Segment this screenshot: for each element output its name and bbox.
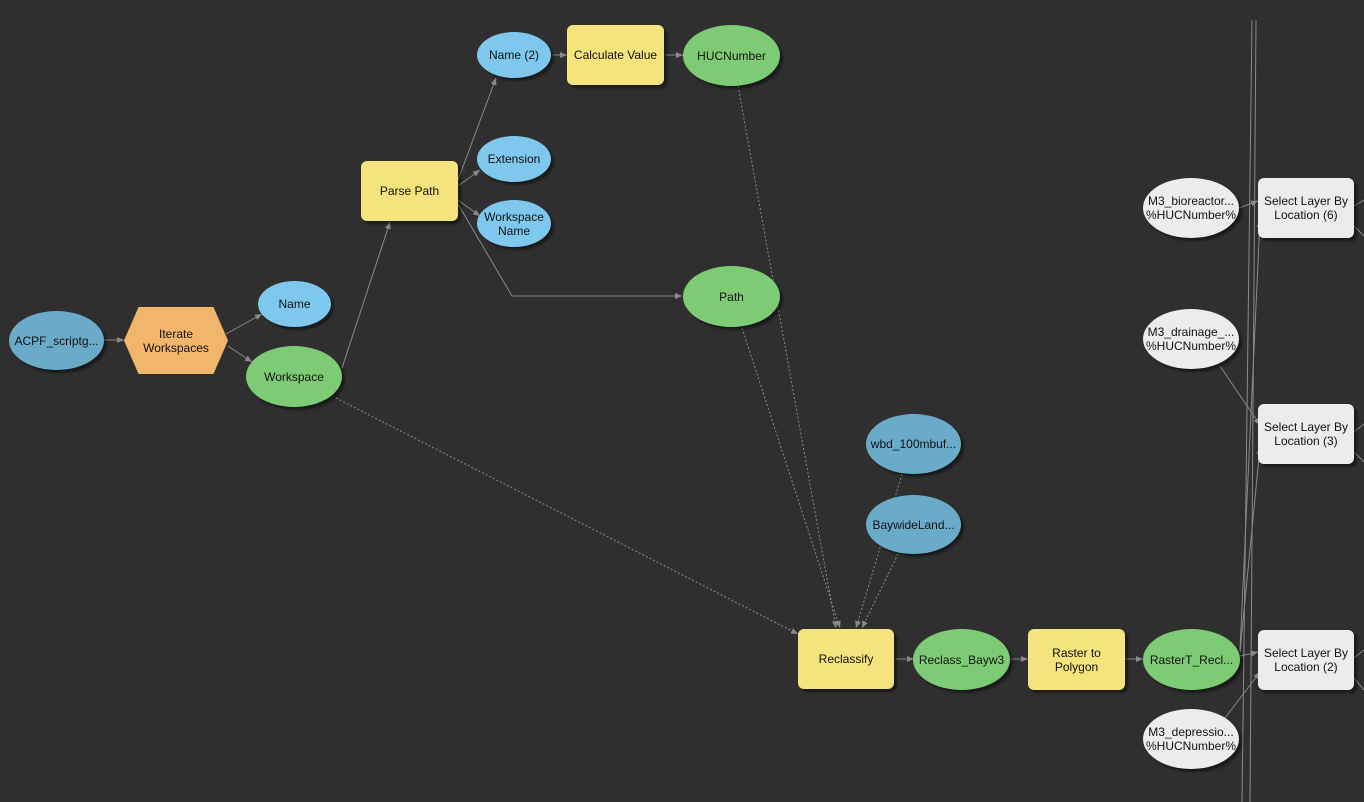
node-calculate-value[interactable]: Calculate Value (567, 25, 664, 85)
connector-select6-out-2 (1353, 225, 1364, 237)
connector-drainage-select3 (1219, 365, 1261, 426)
connector-workspace-parsepath (341, 221, 391, 369)
node-select-layer-3[interactable]: Select Layer By Location (3) (1258, 404, 1354, 464)
node-extension[interactable]: Extension (477, 136, 551, 182)
node-raster-to-polygon[interactable]: Raster to Polygon (1028, 629, 1125, 690)
node-m3-bioreactor[interactable]: M3_bioreactor... %HUCNumber% (1143, 178, 1239, 238)
connector-parsepath-workspacename (457, 199, 481, 217)
connector-depression-select2 (1224, 671, 1261, 719)
connector-iterate-workspace (227, 345, 253, 363)
connector-select2-out-2 (1353, 677, 1364, 691)
node-name-2[interactable]: Name (2) (477, 32, 551, 78)
node-iterate-workspaces[interactable]: Iterate Workspaces (124, 307, 228, 374)
node-workspace[interactable]: Workspace (246, 346, 342, 407)
connector-select2-out-1 (1353, 649, 1364, 659)
connector-rastert-select2 (1239, 650, 1259, 657)
node-name[interactable]: Name (258, 281, 331, 327)
node-m3-depression[interactable]: M3_depressio... %HUCNumber% (1143, 709, 1239, 769)
connector-select3-out-2 (1353, 451, 1364, 463)
connector-baywide-reclassify (861, 553, 899, 629)
node-reclass-bayw3[interactable]: Reclass_Bayw3 (913, 629, 1010, 690)
connector-vertical-2 (1249, 19, 1257, 802)
node-parse-path[interactable]: Parse Path (361, 161, 458, 221)
connector-select6-out-1 (1353, 199, 1364, 207)
node-m3-drainage[interactable]: M3_drainage_... %HUCNumber% (1143, 309, 1239, 369)
connector-bioreactor-select6 (1238, 200, 1259, 209)
node-reclassify[interactable]: Reclassify (798, 629, 894, 689)
node-hucnumber[interactable]: HUCNumber (683, 25, 780, 86)
node-acpf-scriptg[interactable]: ACPF_scriptg... (9, 311, 104, 370)
node-select-layer-6[interactable]: Select Layer By Location (6) (1258, 178, 1354, 238)
connector-select3-out-1 (1353, 423, 1364, 433)
node-select-layer-2[interactable]: Select Layer By Location (2) (1258, 630, 1354, 690)
connector-huc-reclassify (737, 85, 838, 629)
node-baywideland[interactable]: BaywideLand... (866, 495, 961, 554)
connector-rastert-select3 (1239, 446, 1263, 653)
connector-iterate-name (225, 313, 263, 335)
node-workspace-name[interactable]: Workspace Name (477, 200, 551, 247)
connector-workspace-reclassify (335, 397, 799, 635)
node-rastert-recl[interactable]: RasterT_Recl... (1143, 629, 1240, 690)
node-path[interactable]: Path (683, 266, 780, 327)
connector-vertical-1 (1241, 19, 1253, 802)
connector-rastert-select6 (1239, 219, 1263, 651)
connector-path-reclassify (741, 327, 841, 629)
node-wbd-100mbuf[interactable]: wbd_100mbuf... (866, 414, 961, 474)
connector-parsepath-extension (457, 169, 481, 187)
